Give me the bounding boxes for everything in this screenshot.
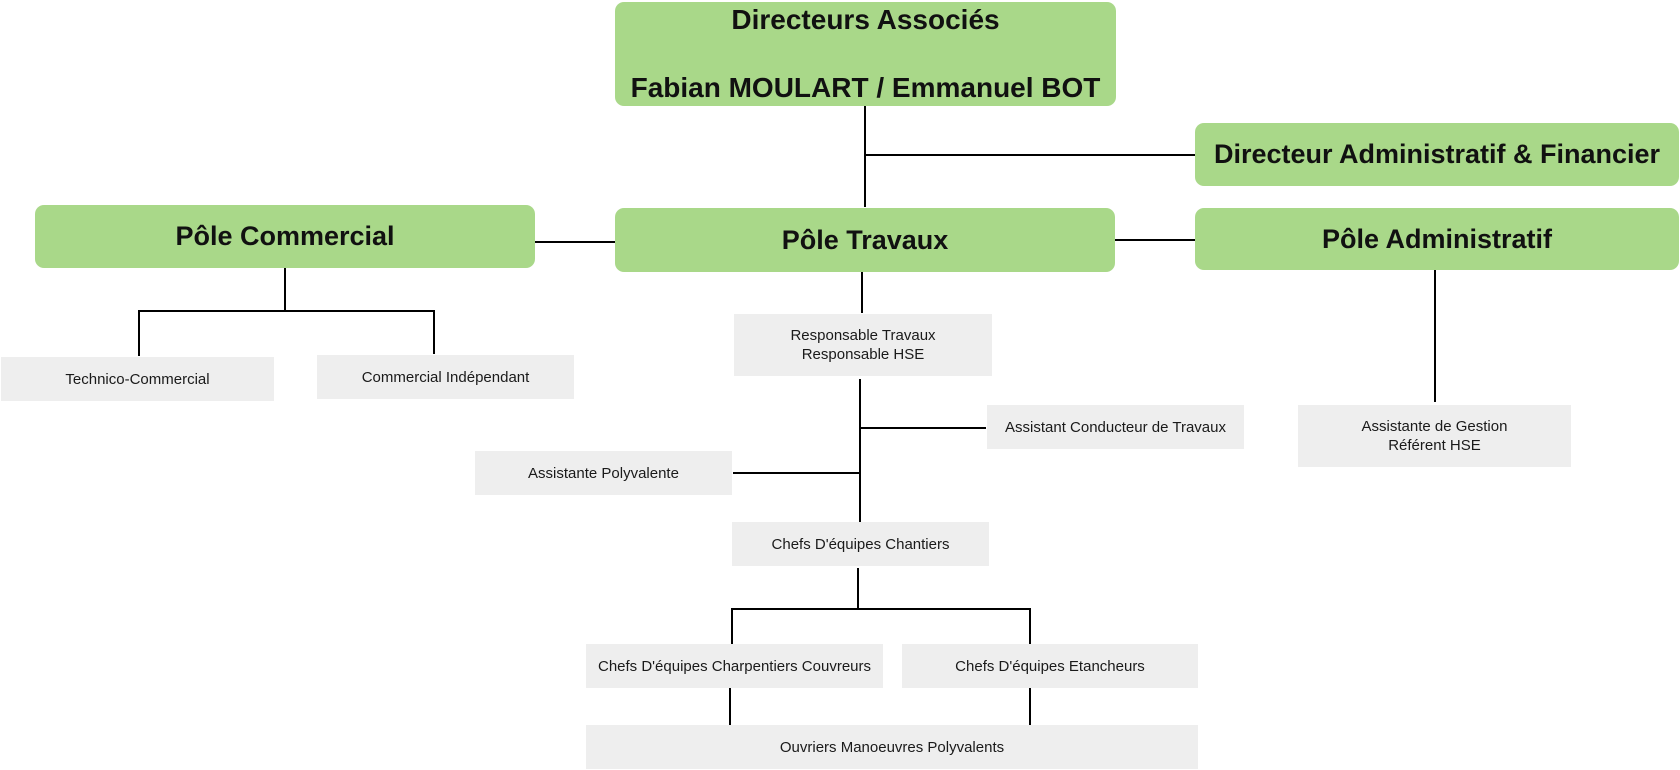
chefs-charpentiers-box: Chefs D'équipes Charpentiers Couvreurs — [586, 644, 883, 688]
chefs-equipes-chantiers-box: Chefs D'équipes Chantiers — [732, 522, 989, 566]
connector-commercial-travaux — [535, 241, 615, 243]
chefs-charpentiers-label: Chefs D'équipes Charpentiers Couvreurs — [598, 657, 871, 675]
connector-chefs-branch — [731, 608, 1031, 610]
assistante-polyvalente-label: Assistante Polyvalente — [528, 464, 679, 482]
commercial-independant-box: Commercial Indépendant — [317, 355, 574, 399]
directeurs-associes-title: Directeurs Associés — [731, 4, 1000, 35]
ouvriers-box: Ouvriers Manoeuvres Polyvalents — [586, 725, 1198, 769]
connector-to-technico — [138, 310, 140, 356]
connector-to-commercial-independant — [433, 310, 435, 354]
pole-travaux-label: Pôle Travaux — [781, 224, 949, 255]
connector-to-daf — [864, 154, 1195, 156]
connector-to-etancheurs — [1029, 608, 1031, 644]
assistant-conducteur-label: Assistant Conducteur de Travaux — [1005, 418, 1226, 436]
chefs-etancheurs-box: Chefs D'équipes Etancheurs — [902, 644, 1198, 688]
directeur-administratif-financier-label: Directeur Administratif & Financier — [1213, 139, 1661, 169]
connector-etancheurs-to-ouvriers — [1029, 688, 1031, 725]
pole-administratif-label: Pôle Administratif — [1321, 223, 1553, 254]
connector-chefs-down — [857, 568, 859, 610]
chefs-equipes-chantiers-label: Chefs D'équipes Chantiers — [771, 535, 950, 553]
technico-commercial-label: Technico-Commercial — [65, 370, 210, 388]
connector-to-assistant-conducteur — [859, 427, 986, 429]
connector-directors-to-travaux — [864, 106, 866, 207]
pole-commercial-label: Pôle Commercial — [175, 221, 395, 251]
responsable-hse-label: Responsable HSE — [801, 346, 925, 363]
connector-to-assistante-polyvalente — [733, 472, 859, 474]
connector-responsables-to-chefs — [859, 379, 861, 522]
connector-to-charpentiers — [731, 608, 733, 644]
directeurs-associes-names: Fabian MOULART / Emmanuel BOT — [630, 72, 1101, 103]
responsable-travaux-label: Responsable Travaux — [790, 327, 936, 344]
directeur-administratif-financier-box: Directeur Administratif & Financier — [1195, 123, 1679, 186]
ouvriers-label: Ouvriers Manoeuvres Polyvalents — [779, 738, 1005, 756]
directeurs-associes-box: Directeurs Associés Fabian MOULART / Emm… — [615, 2, 1116, 106]
chefs-etancheurs-label: Chefs D'équipes Etancheurs — [955, 657, 1145, 675]
assistant-conducteur-box: Assistant Conducteur de Travaux — [987, 405, 1244, 449]
connector-charpentiers-to-ouvriers — [729, 688, 731, 725]
technico-commercial-box: Technico-Commercial — [1, 357, 274, 401]
responsables-box: Responsable Travaux Responsable HSE — [734, 314, 992, 376]
assistante-gestion-label: Assistante de Gestion — [1361, 418, 1508, 435]
commercial-independant-label: Commercial Indépendant — [361, 368, 530, 386]
connector-administratif-down — [1434, 270, 1436, 402]
connector-commercial-down — [284, 268, 286, 311]
assistante-polyvalente-box: Assistante Polyvalente — [475, 451, 732, 495]
pole-travaux-box: Pôle Travaux — [615, 208, 1115, 272]
pole-commercial-box: Pôle Commercial — [35, 205, 535, 268]
pole-administratif-box: Pôle Administratif — [1195, 208, 1679, 270]
connector-travaux-administratif — [1115, 239, 1195, 241]
referent-hse-label: Référent HSE — [1388, 437, 1481, 454]
connector-commercial-branch — [138, 310, 435, 312]
connector-travaux-to-responsables — [861, 272, 863, 313]
assistante-gestion-box: Assistante de Gestion Référent HSE — [1298, 405, 1571, 467]
